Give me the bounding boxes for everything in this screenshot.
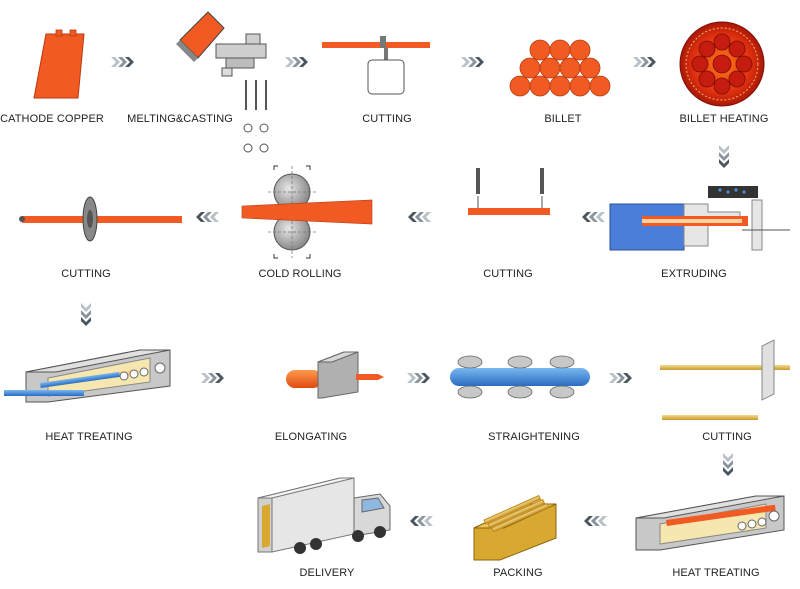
label-cutting-1: CUTTING — [362, 113, 412, 125]
elongating-illustration — [286, 351, 384, 399]
heat-treating-2-illustration — [635, 495, 785, 551]
label-melting-casting: MELTING&CASTING — [127, 113, 233, 125]
cutting-2-illustration — [468, 168, 550, 215]
label-billet: BILLET — [544, 113, 582, 125]
triple-chevron-arrow-icon — [719, 145, 729, 168]
label-cutting-3: CUTTING — [61, 268, 111, 280]
triple-chevron-arrow-icon — [285, 57, 308, 67]
straightening-illustration — [450, 355, 590, 399]
heat-treating-1-illustration — [4, 349, 171, 403]
extruding-illustration — [609, 186, 790, 251]
cutting-1-illustration — [322, 36, 430, 95]
triple-chevron-arrow-icon — [410, 516, 433, 526]
triple-chevron-arrow-icon — [582, 212, 605, 222]
billet-heating-illustration — [679, 21, 765, 107]
label-heat-treating-2: HEAT TREATING — [672, 567, 760, 579]
delivery-illustration — [257, 477, 391, 554]
label-billet-heating: BILLET HEATING — [679, 113, 769, 125]
label-cutting-2: CUTTING — [483, 268, 533, 280]
cutting-3-illustration — [19, 196, 182, 242]
packing-illustration — [473, 494, 557, 561]
triple-chevron-arrow-icon — [196, 212, 219, 222]
label-cold-rolling: COLD ROLLING — [258, 268, 342, 280]
triple-chevron-arrow-icon — [723, 453, 733, 476]
label-cutting-4: CUTTING — [702, 431, 752, 443]
label-extruding: EXTRUDING — [661, 268, 727, 280]
billet-illustration — [509, 39, 611, 97]
label-delivery: DELIVERY — [299, 567, 355, 579]
triple-chevron-arrow-icon — [633, 57, 656, 67]
cold-rolling-illustration — [241, 165, 373, 259]
triple-chevron-arrow-icon — [111, 57, 134, 67]
cutting-4-illustration — [660, 339, 790, 420]
triple-chevron-arrow-icon — [81, 303, 91, 326]
triple-chevron-arrow-icon — [584, 516, 607, 526]
triple-chevron-arrow-icon — [201, 373, 224, 383]
triple-chevron-arrow-icon — [408, 212, 431, 222]
label-elongating: ELONGATING — [274, 431, 348, 443]
label-heat-treating-1: HEAT TREATING — [45, 431, 133, 443]
cathode-copper-illustration — [33, 29, 85, 99]
flow-arrows — [81, 57, 733, 526]
label-packing: PACKING — [493, 567, 543, 579]
triple-chevron-arrow-icon — [407, 373, 430, 383]
label-straightening: STRAIGHTENING — [488, 431, 580, 443]
label-cathode-copper: CATHODE COPPER — [0, 113, 104, 125]
melting-casting-illustration — [176, 11, 269, 153]
triple-chevron-arrow-icon — [609, 373, 632, 383]
triple-chevron-arrow-icon — [461, 57, 484, 67]
